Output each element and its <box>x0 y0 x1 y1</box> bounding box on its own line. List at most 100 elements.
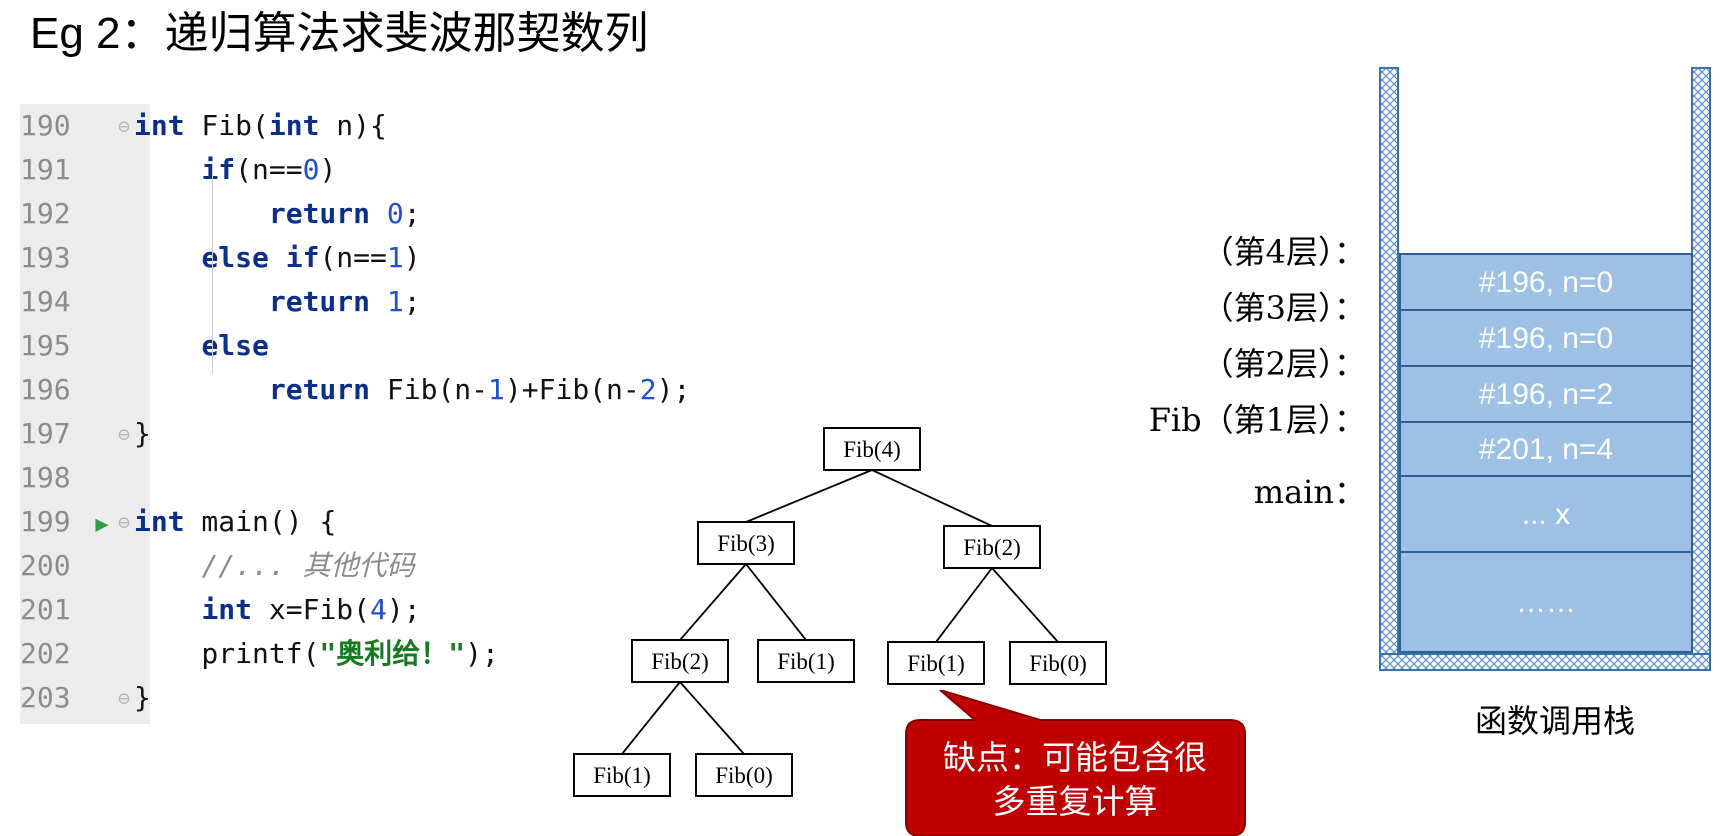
code-token <box>134 285 269 318</box>
code-token: 1 <box>386 241 404 274</box>
line-number: 192 <box>20 197 71 230</box>
code-token: if <box>201 153 236 186</box>
code-token <box>134 373 269 406</box>
code-token: //... 其他代码 <box>201 549 415 582</box>
code-token: ) <box>319 153 337 186</box>
stack-frame-content: ... x <box>1522 498 1570 531</box>
indent-guide <box>212 164 213 374</box>
tree-node: Fib(1) <box>573 753 671 797</box>
line-number: 198 <box>20 461 71 494</box>
line-number: 203 <box>20 681 71 714</box>
callout-text: 缺点：可能包含很 多重复计算 <box>900 736 1250 824</box>
tree-edge <box>679 563 747 641</box>
code-token: return <box>268 197 371 230</box>
code-token: ; <box>403 197 421 230</box>
code-text: return 0; <box>134 192 421 236</box>
code-text: return Fib(n-1)+Fib(n-2); <box>134 368 690 412</box>
drawback-callout <box>905 690 1246 836</box>
tree-edge <box>621 681 681 755</box>
code-token: int <box>134 505 185 538</box>
code-line: 199 ▶ ⊖int main() { <box>20 500 336 544</box>
line-number: 199 <box>20 505 71 538</box>
tree-node-box <box>943 525 1041 569</box>
code-text: printf("奥利给！"); <box>134 632 498 676</box>
stack-frame-label: （第2层）： <box>1201 345 1366 383</box>
tree-edge <box>679 681 745 755</box>
code-token: (n== <box>235 153 303 186</box>
code-text: else <box>134 324 268 368</box>
stack-frame-content: #196, n=0 <box>1479 322 1613 355</box>
code-line: 203 ⊖} <box>20 676 151 720</box>
tree-node-label: Fib(4) <box>843 437 901 462</box>
tree-node-label: Fib(1) <box>593 763 651 788</box>
code-line: 192 return 0; <box>20 192 421 236</box>
code-line: 196 return Fib(n-1)+Fib(n-2); <box>20 368 690 412</box>
tree-node-box <box>631 639 729 683</box>
stack-bottom <box>1379 653 1711 671</box>
code-line: 194 return 1; <box>20 280 421 324</box>
fold-icon[interactable]: ⊖ <box>117 510 131 534</box>
stack-frame <box>1399 365 1693 423</box>
code-line: 191 if(n==0) <box>20 148 336 192</box>
code-line: 201 int x=Fib(4); <box>20 588 421 632</box>
line-number: 194 <box>20 285 71 318</box>
code-token: ); <box>386 593 421 626</box>
code-token: ); <box>656 373 691 406</box>
tree-node-label: Fib(2) <box>651 649 709 674</box>
fold-end-icon[interactable]: ⊖ <box>117 686 131 710</box>
stack-frame-content: #196, n=0 <box>1479 266 1613 299</box>
stack-left-wall <box>1379 67 1399 669</box>
code-token: 2 <box>639 373 657 406</box>
code-token: int <box>201 593 253 626</box>
fold-end-icon[interactable]: ⊖ <box>117 422 131 446</box>
tree-node: Fib(1) <box>887 641 985 685</box>
code-token <box>134 549 201 582</box>
fold-icon[interactable]: ⊖ <box>117 114 131 138</box>
code-token: } <box>134 681 151 714</box>
tree-node: Fib(3) <box>697 521 795 565</box>
tree-node-label: Fib(1) <box>777 649 835 674</box>
code-line: 190⊖int Fib(int n){ <box>20 104 387 148</box>
code-token <box>370 285 387 318</box>
line-number: 195 <box>20 329 71 362</box>
code-token: Fib(n- <box>370 373 489 406</box>
code-token: )+Fib(n- <box>504 373 640 406</box>
stack-frame-label: （第4层）： <box>1201 233 1366 271</box>
tree-edge <box>745 563 807 641</box>
stack-frame-label: main： <box>1253 473 1366 511</box>
callout-bubble <box>905 690 1246 836</box>
recursion-tree: Fib(4) Fib(3) Fib(2) Fib(2) Fib(1) Fib(1) Fib(… <box>573 427 1107 797</box>
run-icon[interactable]: ▶ <box>95 512 109 537</box>
tree-node: Fib(0) <box>695 753 793 797</box>
line-number: 193 <box>20 241 71 274</box>
tree-edge <box>991 567 1059 643</box>
stack-frame-label: Fib（第1层）： <box>1148 401 1366 439</box>
stack-frame-content: #196, n=2 <box>1479 378 1613 411</box>
line-number: 197 <box>20 417 71 450</box>
code-token: return <box>268 373 371 406</box>
tree-node: Fib(1) <box>757 639 855 683</box>
code-token: ; <box>403 285 421 318</box>
stack-right-wall <box>1691 67 1711 669</box>
tree-node: Fib(2) <box>943 525 1041 569</box>
code-token: 1 <box>386 285 404 318</box>
line-number: 196 <box>20 373 71 406</box>
code-token: 0 <box>302 153 320 186</box>
code-token: else if <box>201 241 320 274</box>
code-token <box>134 241 201 274</box>
code-token: main() { <box>184 505 337 538</box>
slide-title: Eg 2：递归算法求斐波那契数列 <box>30 6 649 62</box>
code-line: 202 printf("奥利给！"); <box>20 632 499 676</box>
code-token: int <box>268 109 320 142</box>
stack-frame-content: #201, n=4 <box>1479 433 1613 466</box>
code-token: ) <box>403 241 421 274</box>
tree-node-box <box>697 521 795 565</box>
tree-node-box <box>695 753 793 797</box>
code-text: int main() { <box>134 500 336 544</box>
code-text: int Fib(int n){ <box>134 104 387 148</box>
line-number: 200 <box>20 549 71 582</box>
tree-node-label: Fib(0) <box>1029 651 1087 676</box>
code-token: 1 <box>488 373 505 406</box>
code-line: 195 else <box>20 324 269 368</box>
stack-frame <box>1399 475 1693 553</box>
